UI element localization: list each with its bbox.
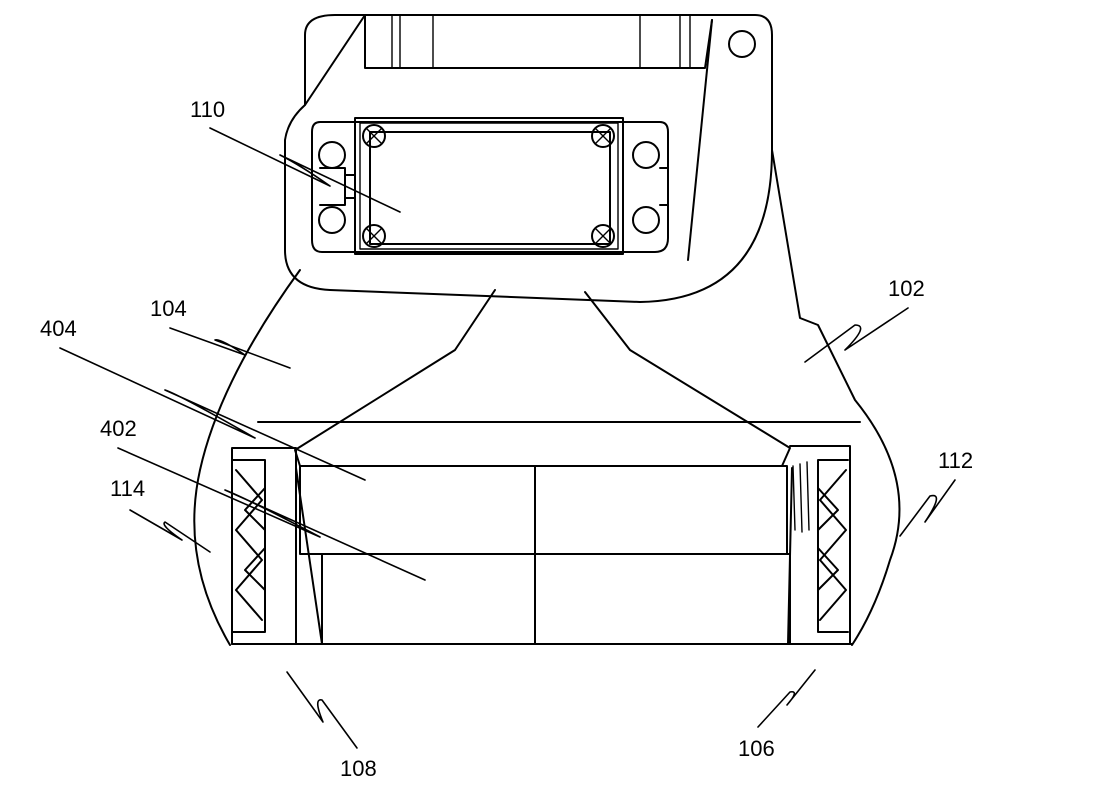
screw-bottom-left	[362, 224, 386, 248]
ref-402: 402	[100, 416, 137, 441]
upper-housing	[284, 14, 773, 303]
connector-plate	[311, 117, 669, 255]
leader-lines	[59, 127, 956, 749]
reference-numerals: 110 104 102 404 402 114 112 108 106	[40, 97, 973, 781]
ref-102: 102	[888, 276, 925, 301]
ref-114: 114	[110, 476, 145, 501]
ref-404: 404	[40, 316, 77, 341]
gripper-body	[193, 149, 901, 646]
ref-112: 112	[938, 448, 973, 473]
ref-106: 106	[738, 736, 775, 761]
screw-top-right	[591, 124, 615, 148]
right-finger	[789, 445, 853, 645]
left-finger	[231, 447, 323, 645]
screw-bottom-right	[591, 224, 615, 248]
mounting-hole	[728, 30, 756, 58]
ref-110: 110	[190, 97, 225, 122]
screw-top-left	[362, 124, 386, 148]
ref-104: 104	[150, 296, 187, 321]
jaw-blocks	[295, 465, 793, 645]
ref-108: 108	[340, 756, 377, 781]
